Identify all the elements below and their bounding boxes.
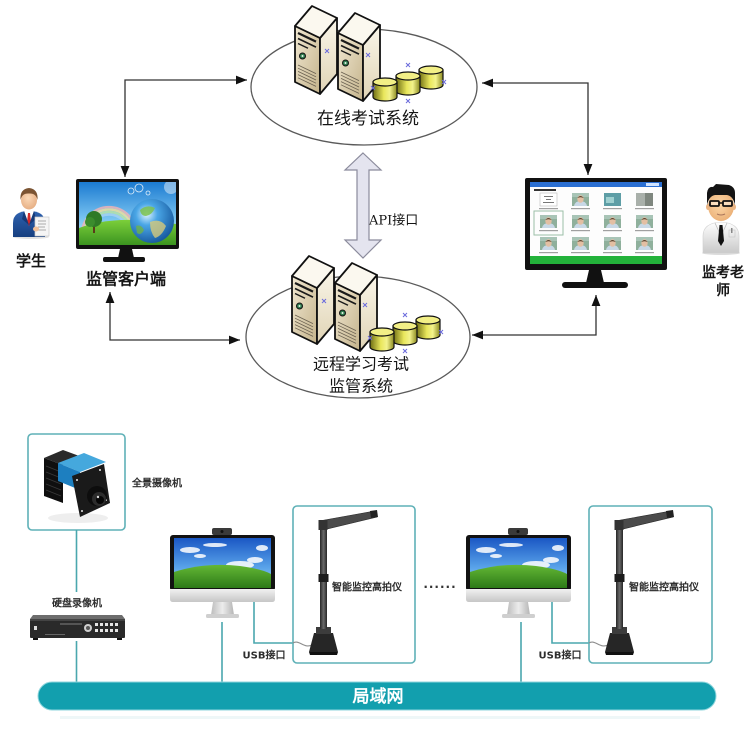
lan-bar-reflection	[60, 716, 700, 719]
selected-thumbnail-frame	[533, 210, 564, 236]
document-camera-label: 智能监控高拍仪	[332, 581, 403, 594]
desktop-wallpaper	[174, 538, 271, 588]
panoramic-camera-label: 全景摄像机	[131, 477, 182, 490]
student-icon	[13, 188, 50, 239]
api-link-label: API接口	[368, 213, 418, 229]
api-double-arrow-icon	[343, 152, 383, 259]
desktop-wallpaper	[470, 538, 567, 588]
all-in-one-pc-icon	[170, 528, 275, 618]
invigilator-label-line2: 师	[716, 282, 730, 299]
teacher-icon	[702, 184, 740, 255]
video-thumbnail	[635, 193, 654, 210]
monitor-video-grid-icon	[525, 178, 667, 288]
connector-invigilator-to-exam-system	[482, 78, 593, 175]
usb-wire	[551, 602, 589, 644]
supervision-client-label: 监管客户端	[86, 270, 166, 289]
usb-wire	[253, 602, 293, 644]
connector-client-to-supervision-system	[105, 292, 240, 345]
connector-invigilator-to-supervision-system	[472, 295, 601, 340]
all-in-one-pc-icon	[466, 528, 571, 618]
supervision-system-label-line2: 监管系统	[329, 377, 393, 396]
document-camera-icon	[292, 510, 378, 655]
supervision-system-label-line1: 远程学习考试	[313, 355, 409, 374]
video-thumbnail	[603, 193, 622, 210]
document-thumbnail	[539, 192, 558, 210]
desktop-monitor-icon	[76, 179, 179, 262]
dvr-label: 硬盘录像机	[52, 597, 102, 610]
industrial-camera-icon	[44, 450, 110, 523]
document-camera-icon	[588, 510, 674, 655]
lan-label: 局域网	[353, 686, 404, 707]
lan-bar	[37, 681, 717, 711]
usb-label: USB接口	[243, 649, 286, 662]
workstation-1: USB接口 智能监控高拍仪	[170, 505, 416, 682]
online-exam-system-label: 在线考试系统	[317, 109, 419, 129]
workstation-2: USB接口 智能监控高拍仪	[466, 505, 713, 682]
document-camera-label: 智能监控高拍仪	[629, 581, 700, 594]
more-workstations-ellipsis: ......	[423, 577, 456, 591]
dvr-icon	[30, 615, 125, 640]
usb-label: USB接口	[539, 649, 582, 662]
connector-client-to-exam-system	[120, 75, 247, 177]
invigilator-label-line1: 监考老	[702, 264, 744, 281]
student-label: 学生	[16, 252, 46, 270]
monitor-screen-wallpaper	[79, 182, 176, 245]
